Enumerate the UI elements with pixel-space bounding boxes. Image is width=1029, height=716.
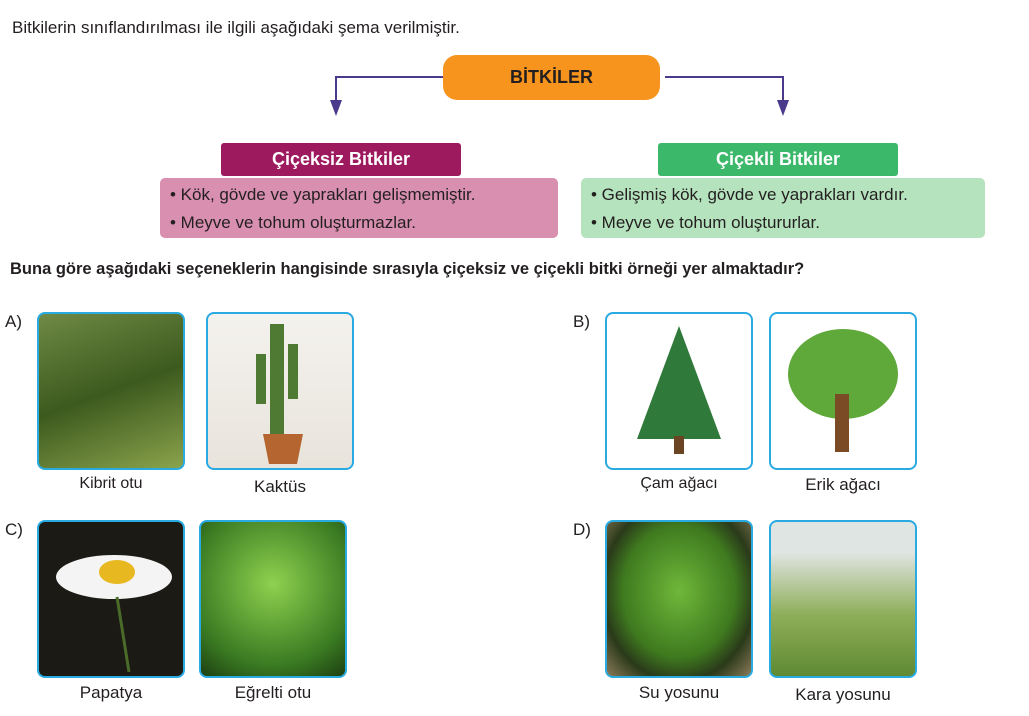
flowering-box: • Gelişmiş kök, gövde ve yaprakları vard… (581, 178, 985, 238)
flowerless-item: • Meyve ve tohum oluşturmazlar. (170, 213, 416, 232)
option-d-label[interactable]: D) (573, 520, 591, 539)
option-a-label[interactable]: A) (5, 312, 22, 331)
su-yosunu-image (605, 520, 753, 678)
egrelti-otu-image (199, 520, 347, 678)
option-c-label[interactable]: C) (5, 520, 23, 539)
intro-text: Bitkilerin sınıflandırılması ile ilgili … (12, 18, 460, 37)
erik-agaci-image (769, 312, 917, 470)
cam-agaci-image (605, 312, 753, 470)
caption: Kaktüs (254, 477, 306, 496)
caption: Eğrelti otu (234, 683, 312, 702)
caption: Kara yosunu (795, 685, 891, 704)
kibrit-otu-image (37, 312, 185, 470)
flowering-item: • Gelişmiş kök, gövde ve yaprakları vard… (591, 185, 908, 204)
caption: Papatya (79, 683, 143, 702)
flowering-header: Çiçekli Bitkiler (658, 143, 898, 176)
flowering-item: • Meyve ve tohum oluştururlar. (591, 213, 820, 232)
kara-yosunu-image (769, 520, 917, 678)
diagram-arrows (330, 76, 789, 116)
root-node: BİTKİLER (443, 55, 660, 100)
caption: Kibrit otu (79, 475, 143, 492)
option-b-label[interactable]: B) (573, 312, 590, 331)
question-text: Buna göre aşağıdaki seçeneklerin hangisi… (10, 260, 805, 278)
caption: Çam ağacı (640, 475, 718, 492)
flowerless-item: • Kök, gövde ve yaprakları gelişmemiştir… (170, 185, 476, 204)
flowerless-header: Çiçeksiz Bitkiler (221, 143, 461, 176)
caption: Su yosunu (638, 683, 720, 702)
caption: Erik ağacı (805, 475, 881, 494)
papatya-image (37, 520, 185, 678)
flowerless-box: • Kök, gövde ve yaprakları gelişmemiştir… (160, 178, 558, 238)
kaktus-image (206, 312, 354, 470)
